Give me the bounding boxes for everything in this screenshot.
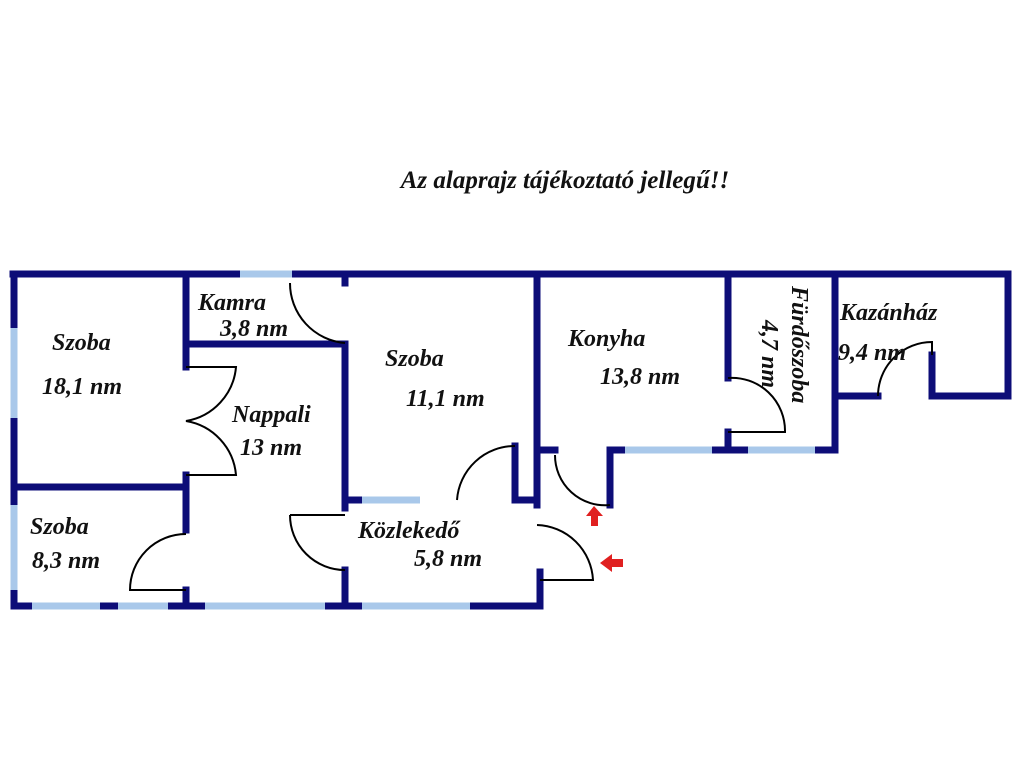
room-area: 18,1 nm [42, 374, 122, 400]
room-labels: Szoba 18,1 nm Kamra 3,8 nm Nappali 13 nm… [30, 285, 938, 574]
doors [128, 282, 933, 591]
room-name: Kazánház [839, 300, 938, 326]
room-area: 4,7 nm [756, 319, 782, 388]
room-area: 8,3 nm [32, 548, 100, 574]
room-name: Szoba [385, 346, 444, 372]
room-area: 13,8 nm [600, 364, 680, 390]
room-area: 5,8 nm [414, 546, 482, 572]
room-name: Kamra [197, 290, 266, 316]
room-name: Közlekedő [357, 518, 461, 544]
windows [10, 270, 815, 610]
room-name: Konyha [567, 326, 645, 352]
room-name: Szoba [30, 514, 89, 540]
room-area: 9,4 nm [838, 340, 906, 366]
entry-arrow-up-icon [586, 506, 603, 526]
room-name: Fürdőszoba [786, 285, 812, 403]
room-name: Szoba [52, 330, 111, 356]
room-area: 11,1 nm [406, 386, 485, 412]
room-area: 13 nm [240, 435, 302, 461]
entry-arrow-left-icon [600, 554, 623, 572]
plan-disclaimer-title: Az alaprajz tájékoztató jellegű!! [399, 167, 730, 194]
room-area: 3,8 nm [219, 316, 288, 342]
entry-arrows [586, 506, 623, 572]
room-name: Nappali [231, 402, 311, 428]
